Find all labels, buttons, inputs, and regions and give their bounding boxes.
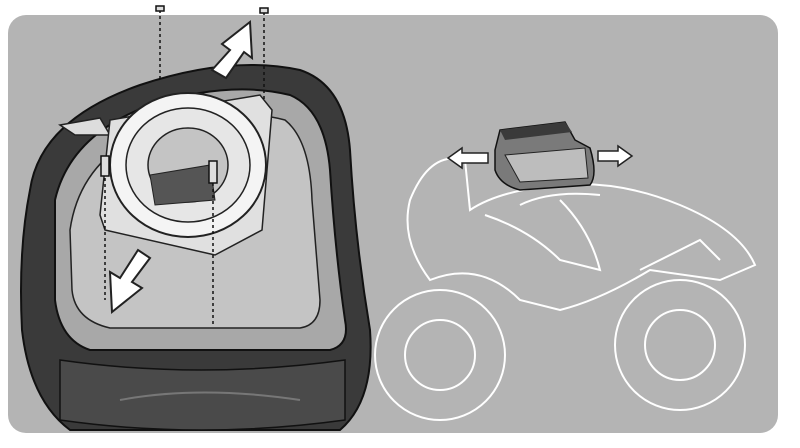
screw-icon [155, 5, 165, 12]
motorcycle-outline [374, 157, 757, 421]
arrow-right-icon [597, 144, 634, 168]
arrow-left-icon [446, 146, 489, 170]
screws [100, 5, 269, 325]
screw-icon [208, 160, 218, 184]
arrow-down-left-icon [108, 248, 152, 315]
arrow-up-right-icon [210, 20, 254, 80]
screw-icon [259, 7, 269, 14]
locking-ring-illustration [99, 92, 273, 256]
screw-icon [100, 155, 110, 177]
small-bag-illustration [494, 121, 595, 191]
